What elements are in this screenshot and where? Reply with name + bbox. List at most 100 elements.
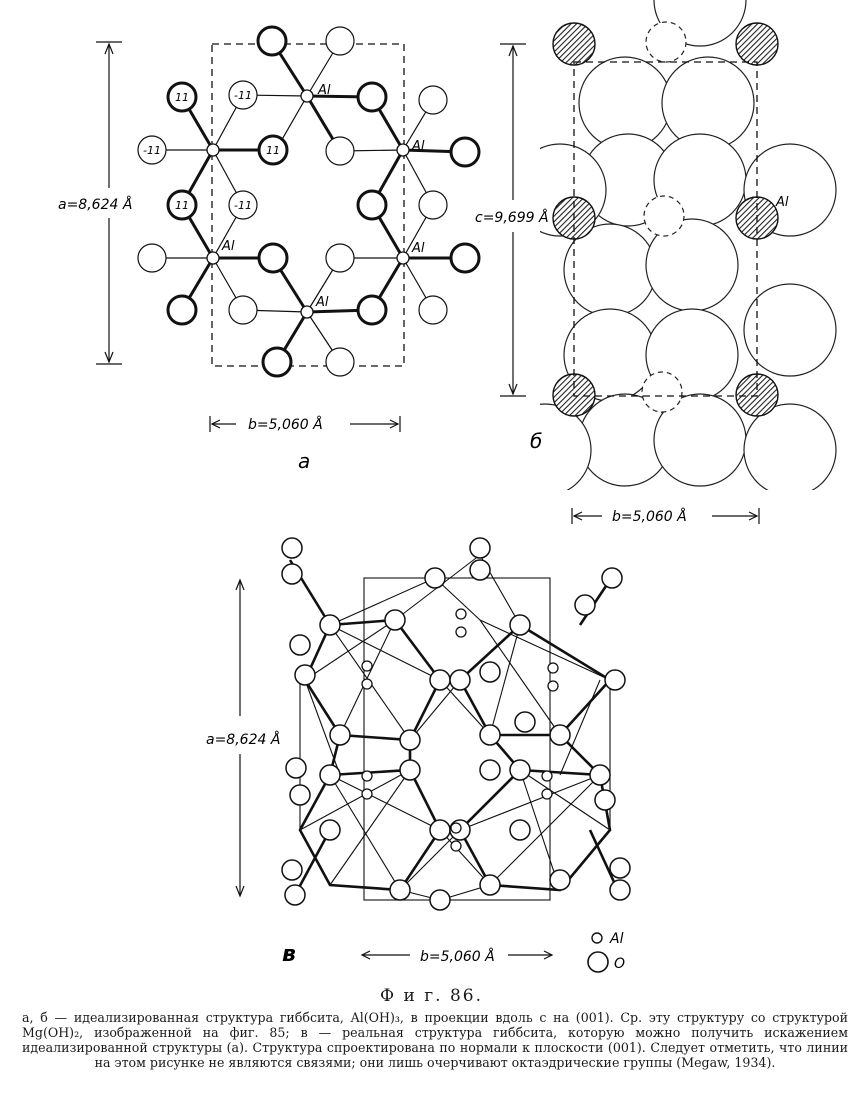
oxygen-atom [281, 859, 303, 881]
aluminium-atom [206, 251, 220, 265]
oxygen-atom [399, 759, 421, 781]
aluminium-atom [396, 143, 410, 157]
oxygen-atom [228, 190, 258, 220]
oxygen-atom [429, 819, 451, 841]
oxygen-atom [329, 724, 351, 746]
panel-b-dimension-c [500, 43, 526, 397]
oxygen-atom [166, 81, 198, 113]
oxygen-atom [389, 879, 411, 901]
oxygen-atom [356, 189, 388, 221]
oxygen-atom [166, 294, 198, 326]
aluminium-atom [641, 371, 683, 413]
panel-b-letter: б [530, 429, 542, 453]
oxygen-atom [449, 136, 481, 168]
oxygen-atom [609, 879, 631, 901]
aluminium-atom [645, 21, 687, 63]
oxygen-atom [574, 594, 596, 616]
oxygen-atom [509, 759, 531, 781]
oxygen-atom [325, 26, 355, 56]
oxygen-atom [325, 347, 355, 377]
height-label: 11 [175, 91, 189, 104]
oxygen-atom [166, 189, 198, 221]
oxygen-atom [325, 243, 355, 273]
oxygen-atom [384, 609, 406, 631]
oxygen-atom [479, 661, 501, 683]
legend-o-label: O [614, 956, 625, 972]
oxygen-atom [609, 857, 631, 879]
aluminium-atom [547, 680, 559, 692]
oxygen-atom [601, 567, 623, 589]
aluminium-atom [643, 195, 685, 237]
oxygen-atom [257, 242, 289, 274]
oxygen-atom [289, 634, 311, 656]
panel-a-letter: a [298, 449, 310, 473]
oxygen-atom [261, 346, 293, 378]
aluminium-atom [450, 822, 462, 834]
aluminium-atom [300, 305, 314, 319]
aluminium-atom [735, 22, 779, 66]
oxygen-atom [228, 80, 258, 110]
oxygen-atom [319, 764, 341, 786]
al-label: Al [411, 139, 425, 154]
aluminium-atom [455, 626, 467, 638]
panel-a-aluminium [206, 89, 410, 319]
oxygen-atom [285, 757, 307, 779]
legend-al-swatch [591, 932, 603, 944]
oxygen-atom [228, 295, 258, 325]
oxygen-atom [137, 135, 167, 165]
panel-a-oxygen-upper [166, 25, 481, 378]
oxygen-atom [589, 764, 611, 786]
legend-al-label: Al [609, 931, 624, 947]
oxygen-atom [479, 724, 501, 746]
aluminium-atom [361, 788, 373, 800]
oxygen-atom [479, 874, 501, 896]
aluminium-atom [361, 678, 373, 690]
aluminium-atom [300, 89, 314, 103]
panel-c-oxygen [281, 537, 631, 911]
oxygen-atom [429, 889, 451, 911]
oxygen-atom [549, 869, 571, 891]
oxygen-atom [449, 242, 481, 274]
oxygen-atom [549, 724, 571, 746]
al-label: Al [221, 239, 235, 254]
panel-c-letter: в [282, 942, 296, 967]
figure-caption: а, б — идеализированная структура гиббси… [22, 1010, 848, 1070]
oxygen-atom [319, 614, 341, 636]
panel-c-legend: Al O [587, 931, 625, 973]
oxygen-atom [284, 884, 306, 906]
panel-a-dimension-a [96, 41, 122, 365]
panel-c-dimension-b [360, 950, 554, 960]
panel-b: c=9,699 Å Al б b=5,060 Å [475, 0, 837, 525]
oxygen-atom [289, 784, 311, 806]
panel-a: a=8,624 Å b=5,060 Å a [58, 25, 481, 473]
oxygen-atom [418, 190, 448, 220]
panel-b-unit-cell [573, 61, 758, 397]
panel-c-dim-a-label: a=8,624 Å [206, 731, 280, 748]
oxygen-atom [509, 614, 531, 636]
oxygen-atom [743, 403, 837, 490]
oxygen-atom [540, 403, 592, 490]
oxygen-atom [429, 669, 451, 691]
oxygen-atom [356, 81, 388, 113]
oxygen-atom [424, 567, 446, 589]
aluminium-atom [552, 22, 596, 66]
oxygen-atom [594, 789, 616, 811]
figure-title: Ф и г. 86. [380, 986, 483, 1006]
height-label: 11 [175, 199, 189, 212]
height-label: -11 [143, 144, 161, 157]
panel-b-dim-b-label: b=5,060 Å [612, 508, 687, 525]
panel-c-dim-b-label: b=5,060 Å [420, 948, 495, 965]
aluminium-atom [450, 840, 462, 852]
al-label: Al [411, 241, 425, 256]
panel-a-dimension-b [209, 416, 401, 432]
panel-a-oxygen-lower [137, 26, 448, 377]
oxygen-atom [257, 134, 289, 166]
oxygen-atom [281, 563, 303, 585]
height-label: -11 [234, 89, 252, 102]
panel-c: a=8,624 Å [206, 537, 631, 973]
aluminium-atom [396, 251, 410, 265]
oxygen-atom [137, 243, 167, 273]
aluminium-atom [541, 788, 553, 800]
oxygen-atom [509, 819, 531, 841]
